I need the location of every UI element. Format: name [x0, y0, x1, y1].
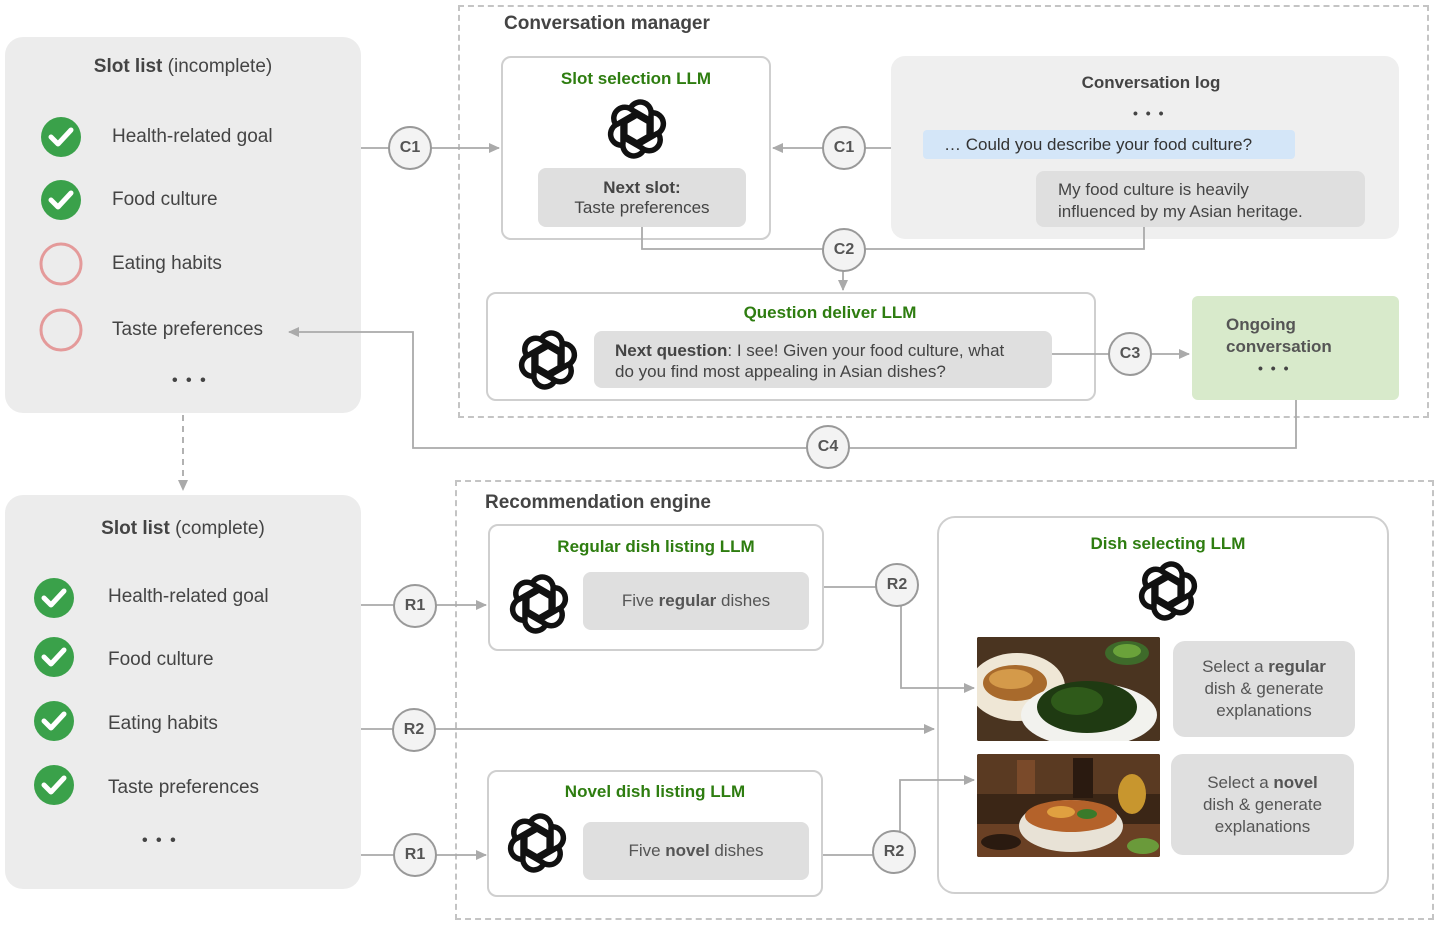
slot-list-complete-title: Slot list (complete) [101, 518, 265, 539]
check-icon [33, 700, 75, 747]
openai-logo-icon [503, 810, 571, 881]
slot-item-label: Eating habits [108, 713, 218, 734]
select-novel-dish-box: Select a novel dish & generate explanati… [1171, 754, 1354, 855]
next-slot-value: Taste preferences [574, 197, 710, 217]
novel-dish-listing-llm-title: Novel dish listing LLM [564, 782, 746, 801]
regular-dish-image [977, 637, 1160, 741]
empty-circle-icon [39, 308, 83, 357]
check-icon [33, 577, 75, 624]
empty-circle-icon [39, 242, 83, 291]
conversation-manager-frame [458, 5, 1429, 418]
ongoing-conversation-label: Ongoing conversation [1226, 315, 1332, 356]
select-regular-dish-box: Select a regular dish & generate explana… [1173, 641, 1355, 737]
answer-line: My food culture is heavily [1058, 180, 1249, 199]
connector-badge-c3: C3 [1108, 332, 1152, 376]
slot-item-label: Eating habits [112, 253, 222, 274]
check-icon [40, 179, 82, 226]
answer-bubble: My food culture is heavily influenced by… [1036, 171, 1365, 227]
regular-dish-listing-llm-title: Regular dish listing LLM [557, 537, 755, 556]
slot-item-label: Food culture [112, 189, 218, 210]
recommendation-engine-title: Recommendation engine [485, 492, 711, 513]
conversation-log-title: Conversation log [1081, 73, 1221, 92]
slot-item-label: Health-related goal [112, 126, 273, 147]
connector-badge-c4: C4 [806, 425, 850, 469]
connector-badge-c2: C2 [822, 228, 866, 272]
question-bubble [923, 130, 1295, 159]
five-regular-dishes-box: Five regular dishes [583, 572, 809, 630]
check-icon [40, 116, 82, 163]
slot-selection-llm-title: Slot selection LLM [560, 69, 712, 88]
next-slot-label: Next slot: [603, 177, 681, 197]
openai-logo-icon [514, 327, 582, 398]
ellipsis: • • • [1133, 105, 1166, 121]
next-slot-box: Next slot: Taste preferences [538, 168, 746, 227]
dish-selecting-llm-title: Dish selecting LLM [1090, 534, 1246, 553]
slot-item-label: Taste preferences [108, 777, 260, 798]
ellipsis: • • • [172, 372, 208, 389]
connector-badge-r2: R2 [872, 830, 916, 874]
connector-badge-r2: R2 [875, 563, 919, 607]
check-icon [33, 636, 75, 683]
conversation-manager-title: Conversation manager [504, 13, 710, 34]
slot-list-complete-panel [5, 495, 361, 889]
check-icon [33, 764, 75, 811]
openai-logo-icon [505, 571, 573, 642]
five-novel-dishes-box: Five novel dishes [583, 822, 809, 880]
question-bubble-text: … Could you describe your food culture? [944, 135, 1253, 154]
question-deliver-llm-title: Question deliver LLM [743, 303, 917, 322]
connector-badge-r2: R2 [392, 708, 436, 752]
connector-badge-c1: C1 [822, 126, 866, 170]
ongoing-conversation-box [1192, 296, 1399, 400]
openai-logo-icon [603, 96, 671, 167]
connector-badge-c1: C1 [388, 126, 432, 170]
connector-badge-r1: R1 [393, 833, 437, 877]
next-question-box: Next question: I see! Given your food cu… [594, 331, 1052, 388]
ellipsis: • • • [142, 832, 178, 849]
next-question-text: : I see! Given your food culture, what [727, 341, 1005, 360]
answer-line: influenced by my Asian heritage. [1058, 202, 1303, 221]
slot-item-label: Food culture [108, 649, 214, 670]
connector-badge-r1: R1 [393, 584, 437, 628]
recommendation-engine-frame [455, 480, 1434, 920]
next-question-label: Next question [615, 341, 728, 360]
openai-logo-icon [1134, 558, 1202, 629]
ellipsis: • • • [1258, 360, 1291, 376]
slot-item-label: Health-related goal [108, 586, 269, 607]
next-question-text: do you find most appealing in Asian dish… [615, 362, 946, 381]
slot-list-incomplete-title: Slot list (incomplete) [93, 56, 273, 77]
slot-item-label: Taste preferences [112, 319, 264, 340]
novel-dish-image [977, 754, 1160, 857]
